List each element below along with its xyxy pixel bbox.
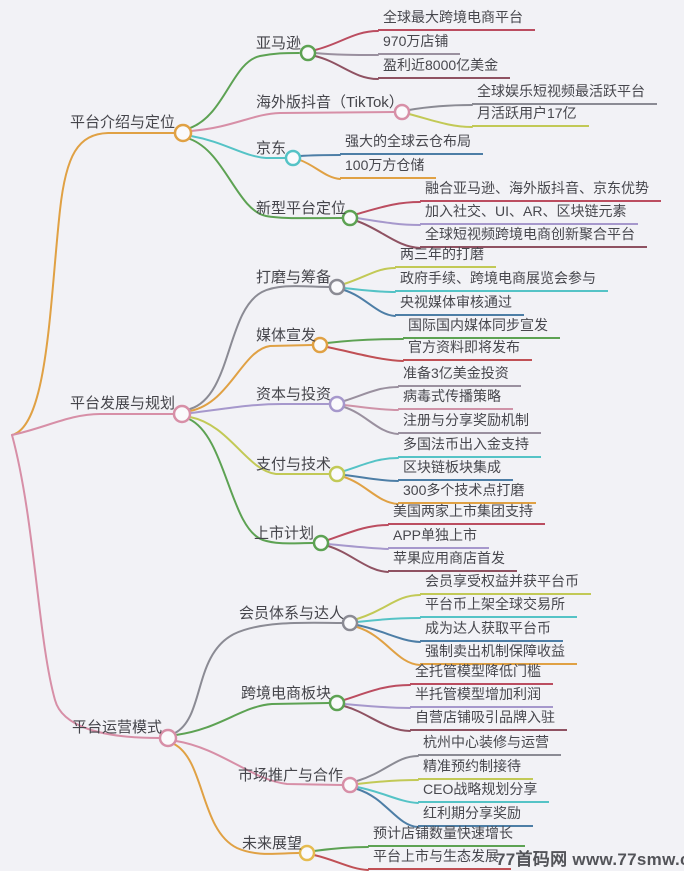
subtopic-polish-prep[interactable]: 打磨与筹备 (256, 269, 332, 286)
leaf-topic[interactable]: 预计店铺数量快速增长 (368, 823, 525, 847)
leaf-topic[interactable]: 半托管模型增加利润 (410, 684, 553, 708)
branch-operation-edges (173, 594, 421, 871)
leaf-topic[interactable]: 970万店铺 (378, 31, 461, 55)
node-circle-polish-prep[interactable] (328, 278, 346, 296)
node-circle-jd[interactable] (284, 149, 302, 167)
leaf-topic[interactable]: 多国法币出入金支持 (398, 434, 541, 458)
leaf-topic[interactable]: 政府手续、跨境电商展览会参与 (395, 268, 608, 292)
leaf-topic[interactable]: 全球短视频跨境电商创新聚合平台 (420, 224, 647, 248)
node-circle-media-launch[interactable] (311, 336, 329, 354)
leaf-topic[interactable]: 成为达人获取平台币 (420, 618, 563, 642)
node-circle-future[interactable] (298, 844, 316, 862)
leaf-topic[interactable]: APP单独上市 (388, 525, 490, 549)
node-circle-ipo-plan[interactable] (312, 534, 330, 552)
leaf-topic[interactable]: 国际国内媒体同步宣发 (403, 315, 560, 339)
leaf-topic[interactable]: 精准预约制接待 (418, 756, 533, 780)
subtopic-jd[interactable]: 京东 (256, 140, 287, 157)
subtopic-media-launch[interactable]: 媒体宣发 (256, 327, 317, 344)
node-circle-marketing[interactable] (341, 776, 359, 794)
leaf-topic[interactable]: 病毒式传播策略 (398, 386, 513, 410)
subtopic-capital-investment[interactable]: 资本与投资 (256, 386, 332, 403)
leaf-topic[interactable]: 两三年的打磨 (395, 244, 496, 268)
node-circle-operation[interactable] (158, 728, 178, 748)
node-circle-membership[interactable] (341, 614, 359, 632)
leaf-topic[interactable]: 央视媒体审核通过 (395, 292, 524, 316)
node-circle-intro[interactable] (173, 123, 193, 143)
branch-intro-positioning[interactable]: 平台介绍与定位 (70, 114, 176, 131)
leaf-topic[interactable]: 会员享受权益并获平台币 (420, 571, 591, 595)
subtopic-future-outlook[interactable]: 未来展望 (242, 835, 303, 852)
leaf-topic[interactable]: 100万方仓储 (340, 155, 437, 179)
subtopic-amazon[interactable]: 亚马逊 (256, 35, 302, 52)
leaf-topic[interactable]: 盈利近8000亿美金 (378, 55, 511, 79)
branch-intro-edges (189, 30, 473, 249)
leaf-topic[interactable]: 全球最大跨境电商平台 (378, 7, 535, 31)
subtopic-payment-tech[interactable]: 支付与技术 (256, 456, 332, 473)
node-circle-capital[interactable] (328, 395, 346, 413)
leaf-topic[interactable]: 平台上市与生态发展 (368, 846, 511, 870)
leaf-topic[interactable]: 红利期分享奖励 (418, 803, 533, 827)
leaf-topic[interactable]: 加入社交、UI、AR、区块链元素 (420, 201, 639, 225)
subtopic-crossborder-ecommerce[interactable]: 跨境电商板块 (241, 685, 332, 702)
leaf-topic[interactable]: 强大的全球云仓布局 (340, 131, 483, 155)
subtopic-marketing-coop[interactable]: 市场推广与合作 (238, 767, 344, 784)
subtopic-ipo-plan[interactable]: 上市计划 (254, 525, 315, 542)
leaf-topic[interactable]: 苹果应用商店首发 (388, 548, 517, 572)
leaf-topic[interactable]: 全托管模型降低门槛 (410, 661, 553, 685)
node-circle-amazon[interactable] (299, 44, 317, 62)
leaf-topic[interactable]: 强制卖出机制保障收益 (420, 641, 577, 665)
watermark: 77首码网 www.77smw.com (496, 850, 684, 869)
leaf-topic[interactable]: 月活跃用户17亿 (472, 103, 589, 127)
node-circle-tiktok[interactable] (393, 103, 411, 121)
leaf-topic[interactable]: 注册与分享奖励机制 (398, 410, 541, 434)
subtopic-membership[interactable]: 会员体系与达人 (239, 605, 345, 622)
node-circle-crossborder[interactable] (328, 694, 346, 712)
leaf-topic[interactable]: 美国两家上市集团支持 (388, 501, 545, 525)
branch-development-edges (188, 267, 404, 573)
node-circle-payment-tech[interactable] (328, 465, 346, 483)
leaf-topic[interactable]: 300多个技术点打磨 (398, 480, 537, 504)
branch-development-planning[interactable]: 平台发展与规划 (70, 395, 176, 412)
root-edges (11, 132, 175, 739)
leaf-topic[interactable]: 区块链板块集成 (398, 457, 513, 481)
node-circle-new-platform[interactable] (341, 209, 359, 227)
node-circle-development[interactable] (172, 404, 192, 424)
leaf-topic[interactable]: 官方资料即将发布 (403, 337, 532, 361)
leaf-topic[interactable]: CEO战略规划分享 (418, 779, 550, 803)
leaf-topic[interactable]: 全球娱乐短视频最活跃平台 (472, 81, 657, 105)
leaf-topic[interactable]: 准备3亿美金投资 (398, 363, 521, 387)
leaf-topic[interactable]: 自营店铺吸引品牌入驻 (410, 707, 567, 731)
branch-operation-model[interactable]: 平台运营模式 (72, 719, 163, 736)
leaf-topic[interactable]: 杭州中心装修与运营 (418, 732, 561, 756)
subtopic-new-platform[interactable]: 新型平台定位 (256, 200, 347, 217)
leaf-topic[interactable]: 平台币上架全球交易所 (420, 594, 577, 618)
leaf-topic[interactable]: 融合亚马逊、海外版抖音、京东优势 (420, 178, 661, 202)
subtopic-tiktok[interactable]: 海外版抖音（TikTok） (256, 94, 404, 111)
